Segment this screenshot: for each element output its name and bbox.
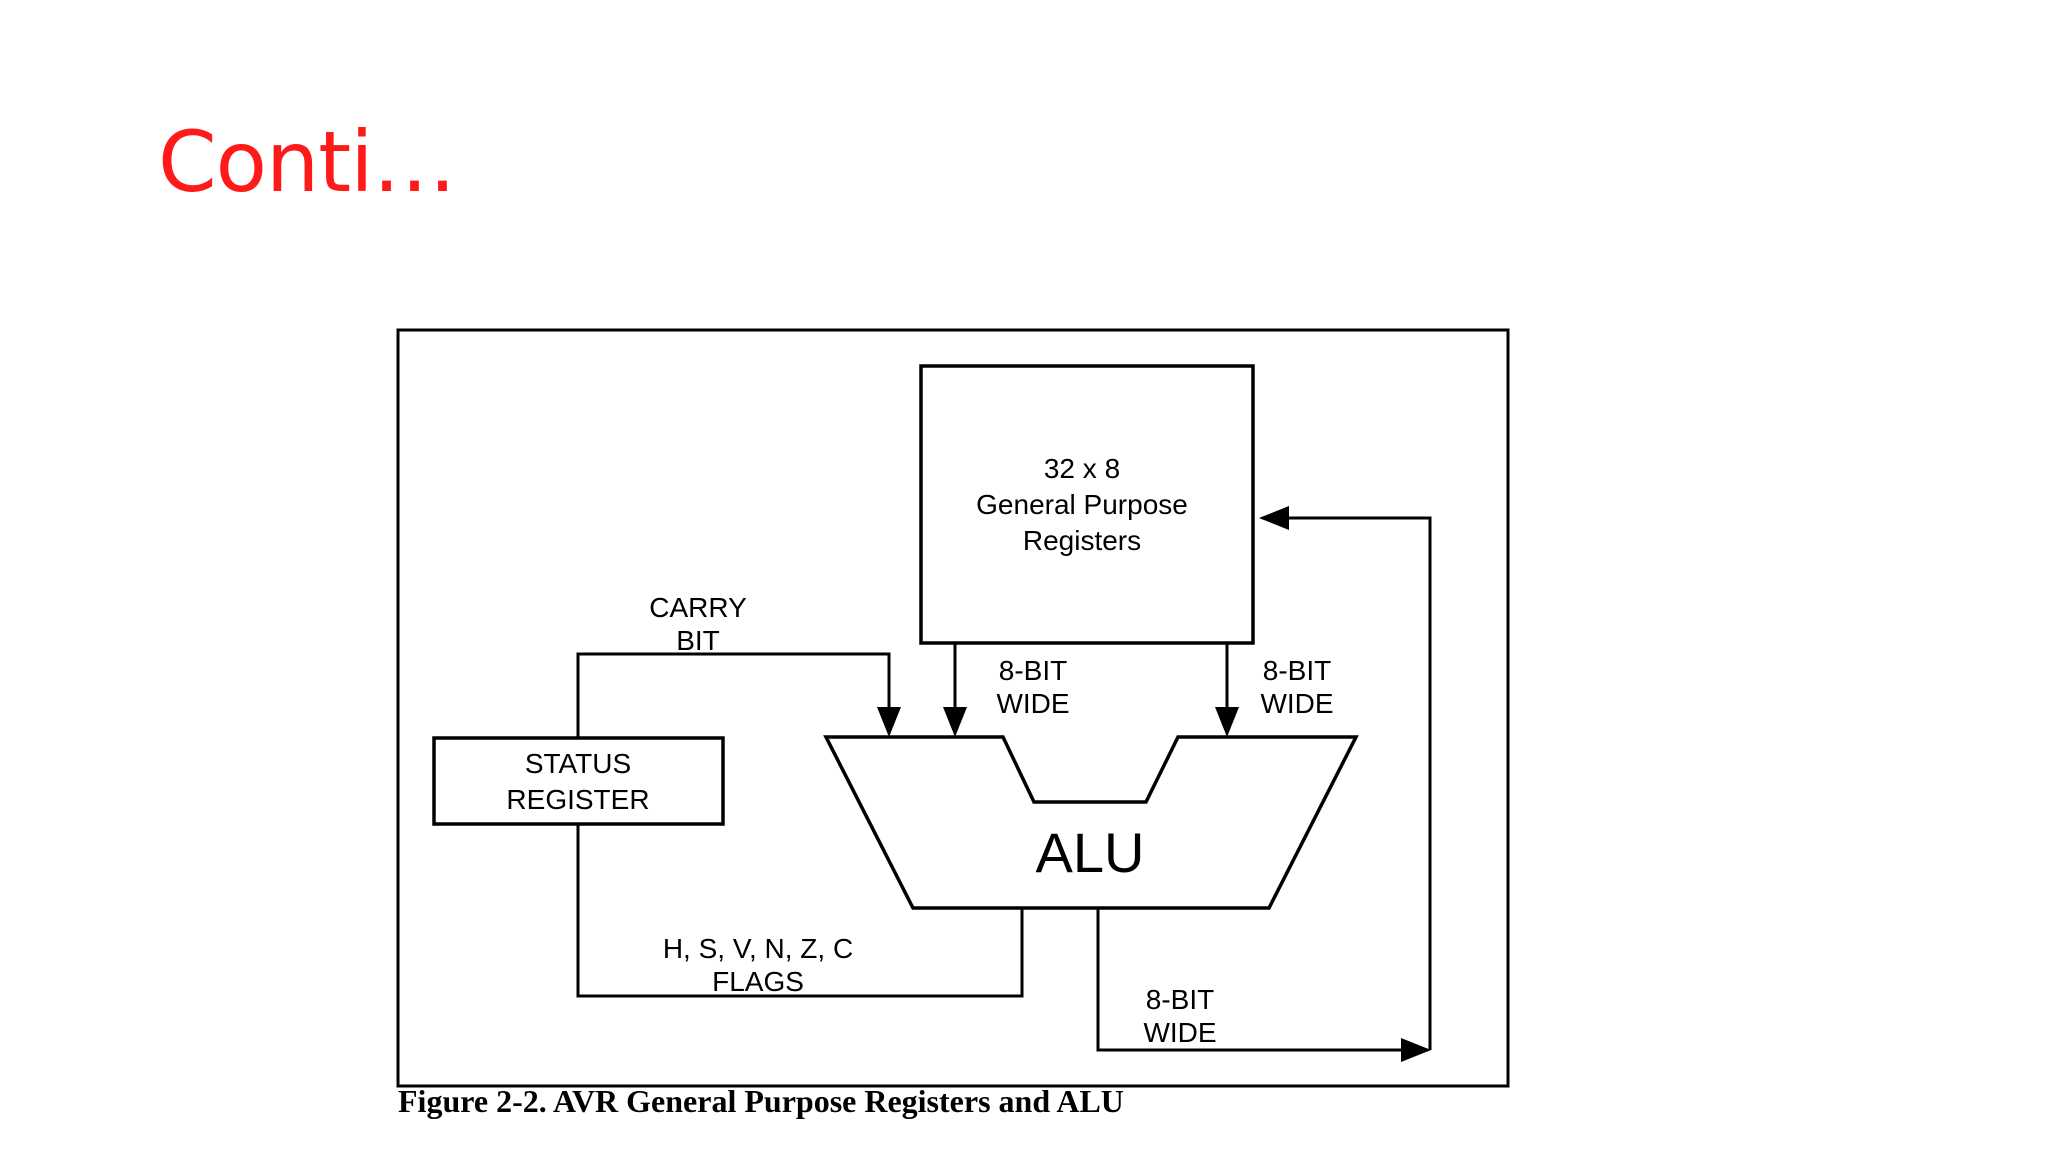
bus-b-label-line1: 8-BIT	[1263, 655, 1331, 686]
figure-frame	[396, 328, 1510, 1088]
register-file-label-line2: General Purpose	[976, 489, 1188, 520]
alu-label: ALU	[1036, 821, 1145, 884]
bus-a-label-line1: 8-BIT	[999, 655, 1067, 686]
flags-label-line1: H, S, V, N, Z, C	[663, 933, 853, 964]
carry-bit-label-line2: BIT	[676, 625, 720, 656]
register-file-label-line3: Registers	[1023, 525, 1141, 556]
alu-shape	[823, 735, 1359, 910]
feedback-bus-line	[1259, 506, 1432, 1050]
output-bus-line	[1096, 908, 1431, 1062]
carry-bit-label-line1: CARRY	[649, 592, 747, 623]
bus-b-label-line2: WIDE	[1260, 688, 1333, 719]
status-register-label-line2: REGISTER	[506, 784, 649, 815]
output-bus-label-line2: WIDE	[1143, 1017, 1216, 1048]
flags-label-line2: FLAGS	[712, 966, 804, 997]
status-register-label-line1: STATUS	[525, 748, 631, 779]
bus-a-label-line2: WIDE	[996, 688, 1069, 719]
figure-caption: Figure 2-2. AVR General Purpose Register…	[398, 1083, 1124, 1119]
register-file-box	[919, 364, 1255, 645]
slide-title: Conti…	[158, 113, 457, 211]
register-file-label-line1: 32 x 8	[1044, 453, 1120, 484]
output-bus-label-line1: 8-BIT	[1146, 984, 1214, 1015]
carry-bit-line	[576, 652, 901, 738]
flags-line	[576, 824, 1024, 998]
